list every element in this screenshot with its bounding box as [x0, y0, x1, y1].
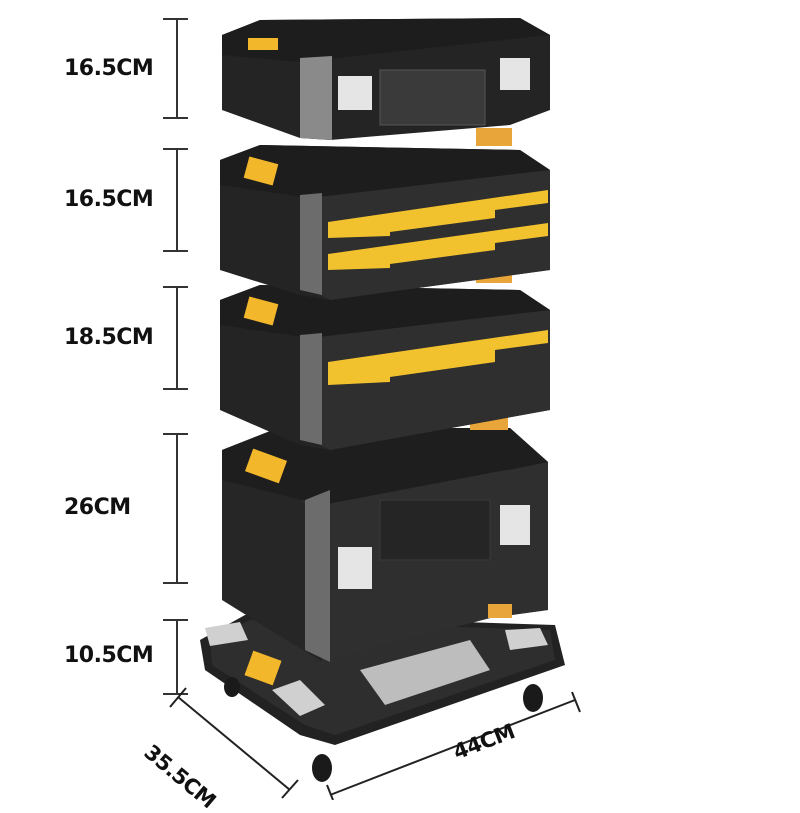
- dimension-tick: [163, 619, 188, 621]
- clip-icon: [244, 448, 288, 484]
- clip-icon: [476, 128, 512, 146]
- height-label-single-drawer: 18.5CM: [64, 325, 154, 350]
- single-drawer-unit: [220, 265, 550, 450]
- two-drawer-unit: [220, 128, 550, 300]
- dimension-tick: [163, 582, 188, 584]
- dimension-tick: [163, 148, 188, 150]
- dimension-tick: [163, 117, 188, 119]
- rolling-base: [200, 615, 565, 782]
- drawer-handle: [328, 330, 548, 385]
- dimension-line: [176, 18, 178, 118]
- dimension-tick: [163, 693, 188, 695]
- dimension-tick: [163, 286, 188, 288]
- deep-case: [222, 410, 548, 662]
- dimension-line: [176, 286, 178, 389]
- dimension-tick: [163, 250, 188, 252]
- latch-icon: [338, 76, 372, 110]
- height-label-two-drawer: 16.5CM: [64, 187, 154, 212]
- dimension-tick: [163, 18, 188, 20]
- drawer-handle-lower: [328, 223, 548, 270]
- clip-icon: [243, 296, 279, 326]
- clip-icon: [248, 38, 278, 50]
- top-case: [222, 18, 550, 140]
- latch-icon: [500, 58, 530, 90]
- dimension-line: [176, 433, 178, 582]
- height-label-top-case: 16.5CM: [64, 56, 154, 81]
- base-latch-icon: [244, 650, 282, 686]
- height-label-deep-case: 26CM: [64, 495, 131, 520]
- caster-wheels: [224, 677, 543, 782]
- clear-corner-lid: [272, 680, 325, 716]
- dimension-tick: [163, 433, 188, 435]
- footprint-dimension-lines: [169, 687, 581, 800]
- dimension-line: [176, 619, 178, 693]
- latch-icon: [500, 505, 530, 545]
- latch-icon: [338, 547, 372, 589]
- drawer-handle-upper: [328, 190, 548, 238]
- clip-icon: [243, 156, 279, 186]
- clear-storage-lid: [360, 640, 490, 705]
- dimension-line: [176, 148, 178, 250]
- height-label-rolling-base: 10.5CM: [64, 643, 154, 668]
- dimension-tick: [163, 388, 188, 390]
